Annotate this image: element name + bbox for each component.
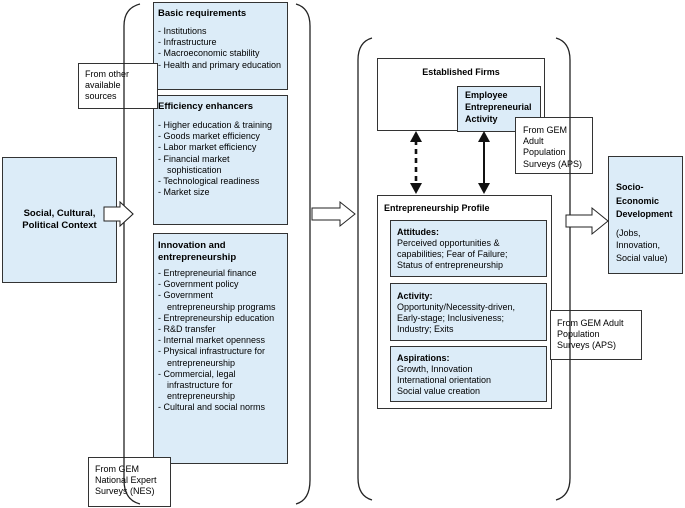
innovation-list: Entrepreneurial finance Government polic… bbox=[158, 268, 283, 414]
list-item: Macroeconomic stability bbox=[158, 48, 283, 59]
socio-economic-title: Socio- Economic Development bbox=[616, 182, 673, 219]
socio-arrow bbox=[565, 206, 609, 236]
note-other-sources-text: From other available sources bbox=[85, 69, 130, 102]
list-item: Internal market openness bbox=[158, 335, 283, 346]
list-item: Government policy bbox=[158, 279, 283, 290]
list-item: Entrepreneurial finance bbox=[158, 268, 283, 279]
basic-requirements-box: Basic requirements Institutions Infrastr… bbox=[153, 2, 288, 90]
list-item: Government entrepreneurship programs bbox=[158, 290, 283, 312]
efficiency-enhancers-title: Efficiency enhancers bbox=[158, 101, 254, 112]
basic-requirements-title: Basic requirements bbox=[158, 8, 247, 19]
aspirations-text: Growth, Innovation International orienta… bbox=[397, 364, 492, 397]
basic-requirements-list: Institutions Infrastructure Macroeconomi… bbox=[158, 26, 283, 71]
note-aps-right-text: From GEM Adult Population Surveys (APS) bbox=[557, 318, 624, 351]
innovation-box: Innovation and entrepreneurship Entrepre… bbox=[153, 233, 288, 464]
established-firms-title: Established Firms bbox=[422, 67, 500, 77]
efficiency-enhancers-box: Efficiency enhancers Higher education & … bbox=[153, 95, 288, 225]
list-item: Technological readiness bbox=[158, 176, 283, 187]
innovation-title: Innovation and entrepreneurship bbox=[158, 240, 237, 263]
activity-box: Activity: Opportunity/Necessity-driven, … bbox=[390, 283, 547, 341]
attitudes-title: Attitudes: bbox=[397, 227, 439, 237]
middle-arrow bbox=[311, 200, 356, 228]
right-bracket-open bbox=[357, 37, 373, 501]
list-item: Market size bbox=[158, 187, 283, 198]
note-nes-text: From GEM National Expert Surveys (NES) bbox=[95, 464, 157, 497]
socio-economic-box: Socio- Economic Development (Jobs, Innov… bbox=[608, 156, 683, 274]
employee-activity-text: Employee Entrepreneurial Activity bbox=[465, 90, 532, 124]
right-bracket-close bbox=[555, 37, 571, 501]
context-box: Social, Cultural, Political Context bbox=[2, 157, 117, 283]
activity-title: Activity: bbox=[397, 291, 433, 301]
employee-activity-box: Employee Entrepreneurial Activity bbox=[457, 86, 541, 132]
efficiency-enhancers-list: Higher education & training Goods market… bbox=[158, 120, 283, 198]
list-item: Commercial, legal infrastructure for ent… bbox=[158, 369, 283, 403]
list-item: Infrastructure bbox=[158, 37, 283, 48]
list-item: Entrepreneurship education bbox=[158, 313, 283, 324]
list-item: R&D transfer bbox=[158, 324, 283, 335]
list-item: Financial market sophistication bbox=[158, 154, 283, 176]
entrepreneurship-profile-title: Entrepreneurship Profile bbox=[384, 203, 490, 213]
list-item: Goods market efficiency bbox=[158, 131, 283, 142]
socio-economic-text: (Jobs, Innovation, Social value) bbox=[616, 227, 668, 263]
note-aps-top-text: From GEM Adult Population Surveys (APS) bbox=[523, 125, 583, 169]
note-aps-top: From GEM Adult Population Surveys (APS) bbox=[515, 117, 593, 174]
note-nes: From GEM National Expert Surveys (NES) bbox=[88, 457, 171, 507]
note-other-sources: From other available sources bbox=[78, 63, 158, 109]
list-item: Physical infrastructure for entrepreneur… bbox=[158, 346, 283, 368]
list-item: Higher education & training bbox=[158, 120, 283, 131]
context-arrow bbox=[116, 200, 134, 228]
note-aps-right: From GEM Adult Population Surveys (APS) bbox=[550, 310, 642, 360]
aspirations-box: Aspirations: Growth, Innovation Internat… bbox=[390, 346, 547, 402]
list-item: Cultural and social norms bbox=[158, 402, 283, 413]
list-item: Health and primary education bbox=[158, 60, 283, 71]
list-item: Labor market efficiency bbox=[158, 142, 283, 153]
attitudes-text: Perceived opportunities & capabilities; … bbox=[397, 238, 508, 271]
activity-text: Opportunity/Necessity-driven, Early-stag… bbox=[397, 302, 516, 335]
left-bracket-close bbox=[295, 3, 311, 505]
list-item: Institutions bbox=[158, 26, 283, 37]
attitudes-box: Attitudes: Perceived opportunities & cap… bbox=[390, 220, 547, 277]
aspirations-title: Aspirations: bbox=[397, 353, 450, 363]
context-title: Social, Cultural, Political Context bbox=[22, 208, 97, 231]
